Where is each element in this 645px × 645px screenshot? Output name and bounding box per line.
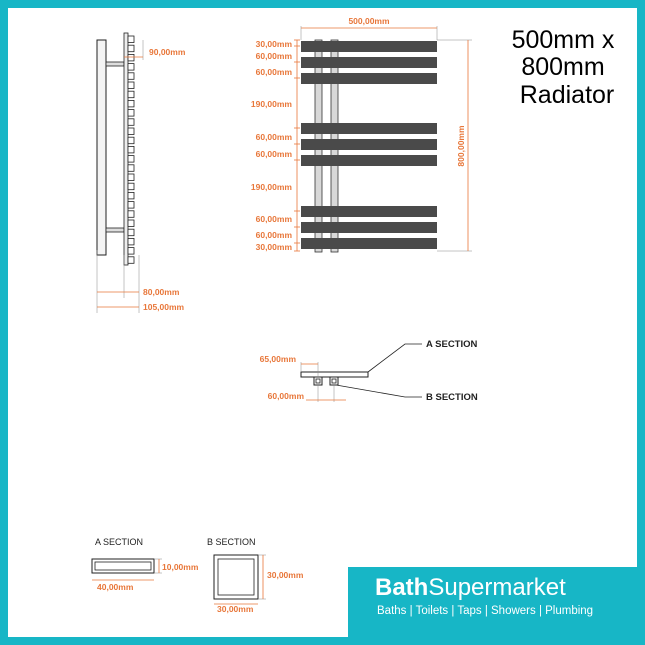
plan-offset-label: 65,00mm [260, 354, 297, 364]
b-section-width-label: 30,00mm [217, 604, 254, 614]
b-section: B SECTION 30,00mm 30,00mm [207, 537, 304, 614]
spacing-label-2: 60,00mm [256, 51, 293, 61]
spacing-label-4: 190,00mm [251, 99, 293, 109]
side-bar-profile-18 [127, 191, 135, 200]
plan-centres-label: 60,00mm [268, 391, 305, 401]
side-depth-inner-label: 80,00mm [143, 287, 180, 297]
front-bar-8 [301, 222, 437, 233]
side-bar-profile-19 [127, 201, 135, 209]
side-depth-top-label: 90,00mm [149, 47, 186, 57]
front-bar-7 [301, 206, 437, 217]
a-section-leader [367, 343, 422, 373]
b-section-title: B SECTION [207, 537, 256, 547]
side-bar-profile-3 [127, 54, 135, 62]
side-bar-profile-2 [127, 44, 135, 53]
spacing-label-1: 30,00mm [256, 39, 293, 49]
side-bar-profile-15 [127, 164, 135, 172]
brand-logo-box: BathSupermarket Baths | Toilets | Taps |… [348, 567, 637, 637]
front-bar-9 [301, 238, 437, 249]
side-bar-profile-17 [127, 182, 135, 191]
side-bar-profile-20 [127, 210, 135, 218]
b-section-leader [335, 384, 422, 398]
brand-name-rest: Supermarket [428, 574, 566, 601]
front-bars [301, 41, 437, 249]
side-bar-profile-13 [127, 145, 135, 154]
side-bar-profile-6 [127, 81, 135, 89]
front-bar-5 [301, 139, 437, 150]
side-bar-profile-22 [127, 228, 135, 237]
side-bar-profile-10 [127, 118, 135, 126]
spacing-label-3: 60,00mm [256, 67, 293, 77]
title-line-2: 800mm [521, 53, 604, 81]
spacing-label-9: 60,00mm [256, 230, 293, 240]
b-section-height-label: 30,00mm [267, 570, 304, 580]
plan-view [300, 343, 422, 398]
front-view [301, 39, 437, 253]
side-bar-profile-5 [127, 72, 135, 80]
brand-logo: BathSupermarket [375, 574, 566, 602]
brand-name-bold: Bath [375, 574, 429, 601]
side-bar-profile-8 [127, 100, 135, 108]
front-bar-2 [301, 57, 437, 68]
side-back-plate [96, 39, 107, 256]
front-width-label: 500,00mm [348, 16, 390, 26]
a-section: A SECTION 10,00mm 40,00mm [91, 537, 199, 592]
plan-a-section-label: A SECTION [426, 339, 478, 350]
spacing-label-10: 30,00mm [256, 242, 293, 252]
side-bar-profile-24 [127, 247, 135, 255]
side-bar-profile-25 [127, 256, 135, 264]
a-section-width-label: 40,00mm [97, 582, 134, 592]
title-line-3: Radiator [520, 81, 615, 109]
a-section-height-label: 10,00mm [162, 562, 199, 572]
side-bar-profile-4 [127, 63, 135, 71]
side-bar-profile-23 [127, 237, 135, 246]
side-view [96, 32, 144, 313]
side-bars [127, 35, 135, 264]
side-depth-total-label: 105,00mm [143, 302, 185, 312]
side-bar-profile-16 [127, 173, 135, 181]
front-bar-1 [301, 41, 437, 52]
brand-tagline: Baths | Toilets | Taps | Showers | Plumb… [377, 605, 594, 617]
side-bracket-top [105, 61, 125, 67]
side-pipe [123, 32, 129, 266]
side-bracket-bottom [105, 227, 125, 233]
plan-b-section-label: B SECTION [426, 392, 478, 403]
spacing-label-8: 60,00mm [256, 214, 293, 224]
side-bar-profile-9 [127, 109, 135, 117]
spacing-label-5: 60,00mm [256, 132, 293, 142]
side-bar-profile-14 [127, 155, 135, 163]
spacing-label-7: 190,00mm [251, 182, 293, 192]
front-height-label: 800,00mm [456, 125, 466, 167]
side-bar-profile-7 [127, 90, 135, 99]
plan-bar [300, 371, 369, 378]
side-bar-profile-1 [127, 35, 135, 43]
side-bar-profile-12 [127, 136, 135, 145]
front-bar-6 [301, 155, 437, 166]
front-bar-4 [301, 123, 437, 134]
side-bar-profile-11 [127, 127, 135, 135]
spacing-label-6: 60,00mm [256, 149, 293, 159]
front-bar-3 [301, 73, 437, 84]
side-bar-profile-21 [127, 219, 135, 227]
a-section-title: A SECTION [95, 537, 143, 547]
title-line-1: 500mm x [512, 26, 615, 54]
